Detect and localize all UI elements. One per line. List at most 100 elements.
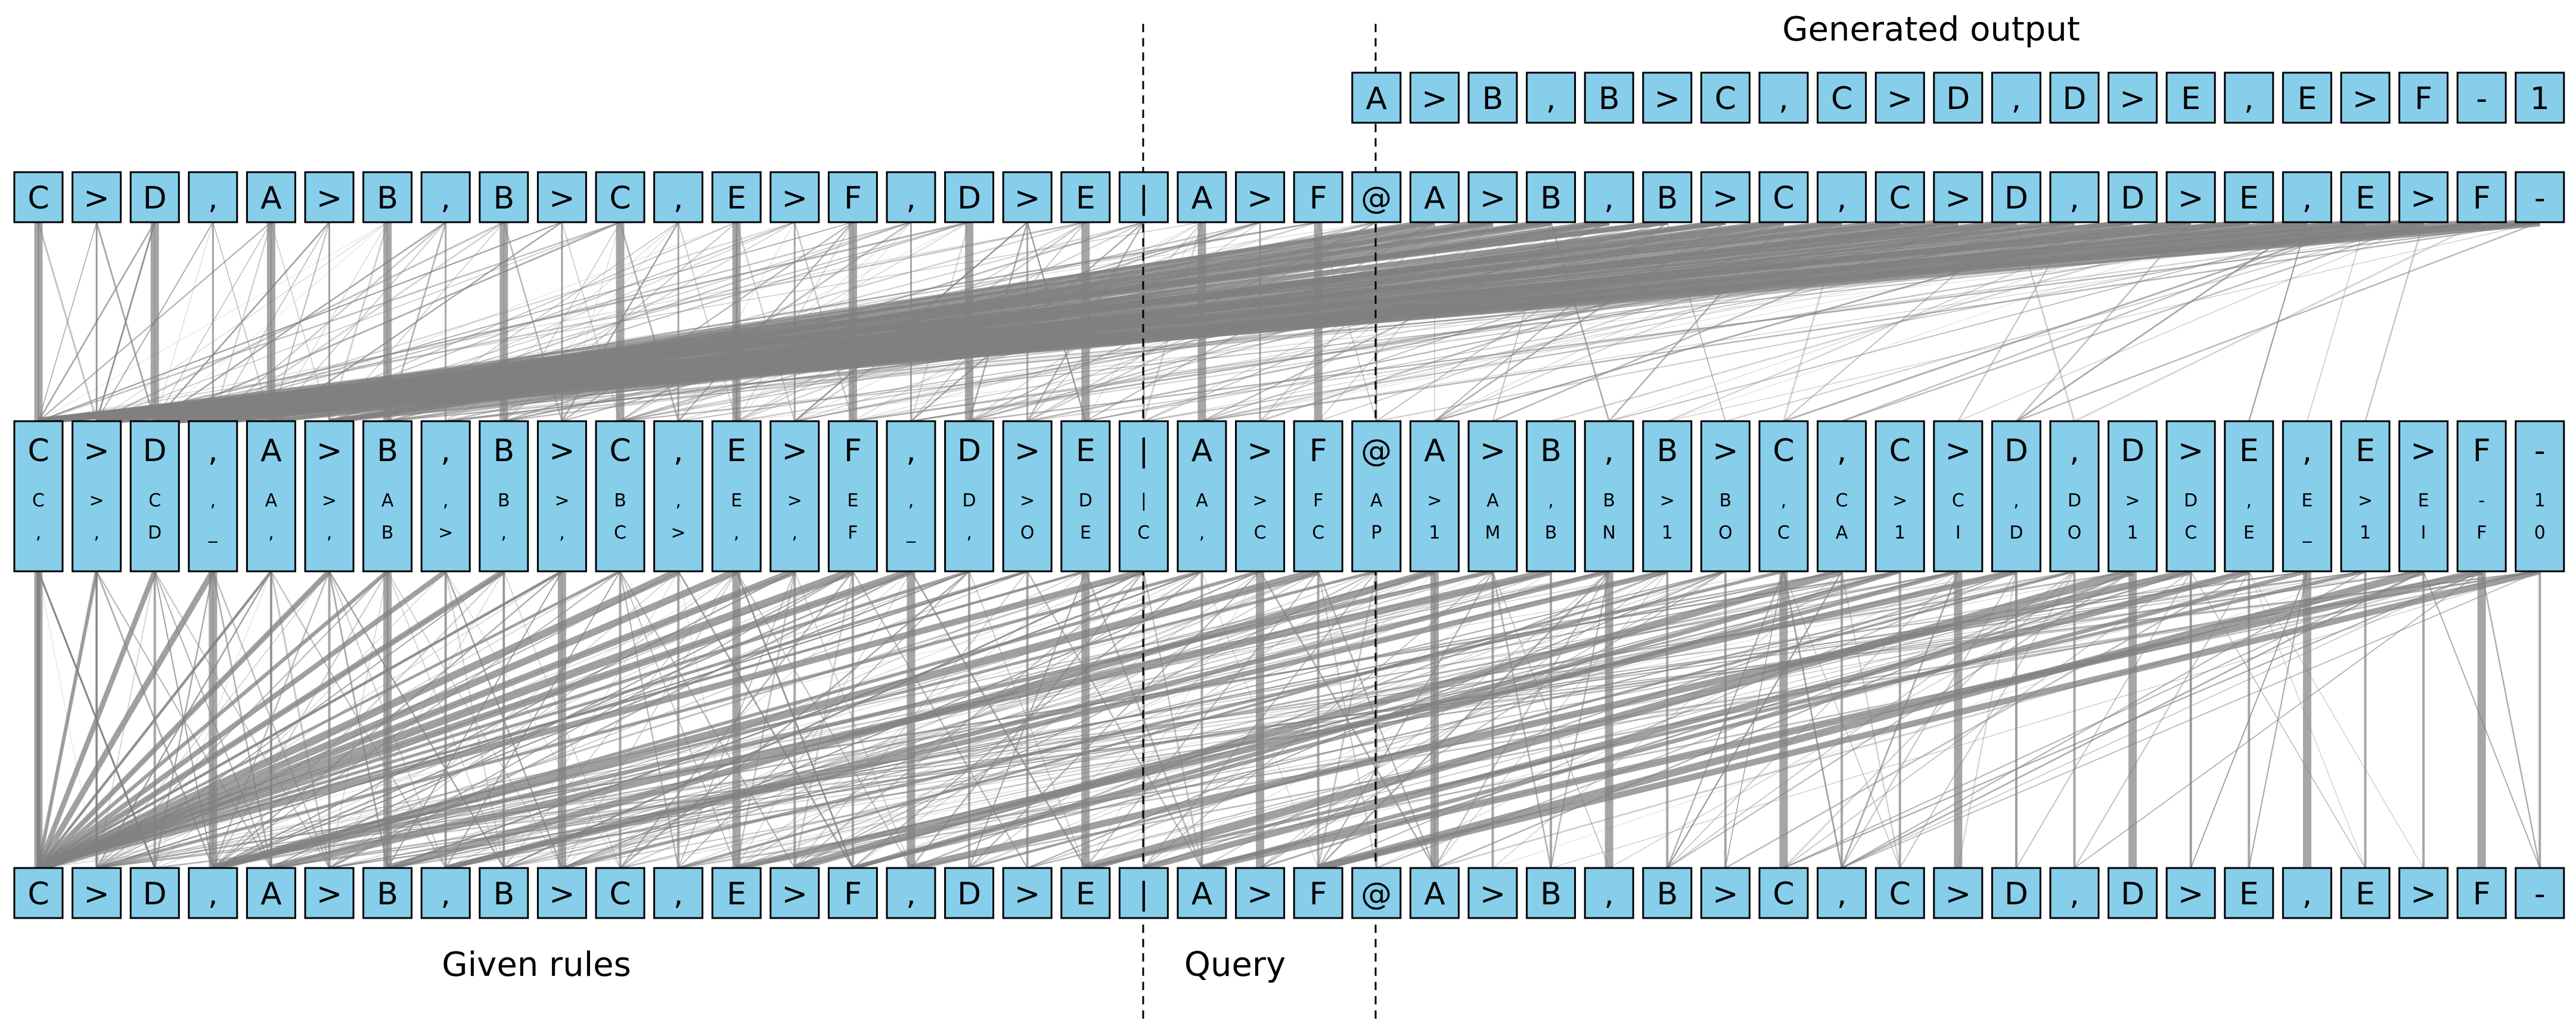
attention-line <box>38 222 272 422</box>
top-token-box <box>1293 171 1343 223</box>
bottom-token-label: > <box>782 876 808 912</box>
top-token-label: > <box>1014 181 1041 216</box>
top-token-box <box>2398 171 2449 223</box>
bottom-token: C <box>595 867 645 919</box>
middle-token: >>, <box>72 420 122 573</box>
top-token-label: B <box>1540 181 1562 216</box>
middle-token-char: > <box>549 433 575 469</box>
attention-line <box>38 571 563 869</box>
middle-token-box <box>769 420 820 573</box>
middle-token-char: O <box>2068 522 2082 543</box>
top-token: F <box>2456 171 2507 223</box>
middle-token-box <box>536 420 587 573</box>
top-token-label: D <box>957 181 981 216</box>
attention-line <box>38 568 1145 872</box>
bottom-token-label: E <box>727 876 746 912</box>
attention-line <box>2307 222 2366 422</box>
bottom-token: @ <box>1351 867 1402 919</box>
bottom-token-box <box>769 867 820 919</box>
bottom-token-box <box>1351 867 1402 919</box>
bottom-token-box <box>1642 867 1693 919</box>
middle-token: E,E <box>2224 420 2274 573</box>
top-token-label: > <box>83 181 110 216</box>
bottom-token-label: D <box>2121 876 2144 912</box>
middle-token-char: 1 <box>1662 522 1673 543</box>
top-token-label: E <box>2239 181 2259 216</box>
generated-token-label: > <box>2352 81 2379 117</box>
generated-token-label: , <box>1546 81 1556 117</box>
middle-token-char: A <box>1191 433 1213 469</box>
attention-line <box>212 569 1494 870</box>
top-token-box <box>1060 171 1111 223</box>
bottom-token-label: > <box>83 876 110 912</box>
middle-token-box <box>129 420 180 573</box>
middle-token: >CI <box>1933 420 1984 573</box>
top-token: , <box>1584 171 1634 223</box>
middle-token-char: F <box>2473 433 2491 469</box>
attention-line <box>37 570 389 870</box>
generated-token: F <box>2398 71 2449 124</box>
middle-token-box <box>944 420 995 573</box>
middle-token-char: > <box>2358 490 2373 511</box>
top-token-box <box>1235 171 1286 223</box>
middle-token: ,,_ <box>886 420 936 573</box>
middle-token-box <box>1584 420 1634 573</box>
middle-token: B,B <box>1526 420 1576 573</box>
middle-token-char: E <box>847 490 858 511</box>
middle-token: @AP <box>1351 420 1402 573</box>
attention-line <box>96 570 1203 870</box>
top-token: > <box>1002 171 1053 223</box>
attention-line <box>154 222 272 422</box>
middle-token-char: > <box>787 490 802 511</box>
bottom-token: A <box>1177 867 1227 919</box>
bottom-token-label: C <box>1889 876 1911 912</box>
generated-token-box <box>1526 71 1576 124</box>
bottom-token-box <box>1817 867 1867 919</box>
generated-token: , <box>2224 71 2274 124</box>
middle-token-char: D <box>957 433 981 469</box>
middle-token-char: A <box>1486 490 1499 511</box>
middle-token-char: - <box>2478 490 2485 511</box>
generated-token-box <box>2049 71 2100 124</box>
middle-token-char: , <box>501 522 507 543</box>
attention-line <box>852 570 2075 869</box>
attention-line <box>154 221 795 422</box>
middle-token: CBC <box>595 420 645 573</box>
middle-token: AA, <box>246 420 296 573</box>
generated-token: D <box>2049 71 2100 124</box>
attention-line <box>36 568 680 872</box>
generated-token: C <box>1700 71 1751 124</box>
bottom-token-box <box>1409 867 1460 919</box>
generated-token: > <box>2340 71 2391 124</box>
bottom-token: | <box>1118 867 1169 919</box>
middle-token-char: _ <box>2302 522 2312 543</box>
middle-token-char: C <box>1836 490 1848 511</box>
middle-token: C,C <box>1758 420 1809 573</box>
bottom-token: > <box>1467 867 1518 919</box>
middle-token-box <box>711 420 762 573</box>
bottom-token-box <box>1177 867 1227 919</box>
bottom-token: > <box>2398 867 2449 919</box>
middle-token-char: F <box>2476 522 2487 543</box>
generated-token: 1 <box>2515 71 2565 124</box>
middle-token-char: _ <box>208 522 218 543</box>
top-token: A <box>1409 171 1460 223</box>
middle-token-box <box>595 420 645 573</box>
generated-token-box <box>1351 71 1402 124</box>
attention-line <box>561 570 1784 870</box>
top-token-label: , <box>2069 181 2080 216</box>
attention-line <box>1202 221 2540 422</box>
middle-token-char: C <box>1952 490 1964 511</box>
middle-token-box <box>2340 420 2391 573</box>
top-token-box <box>1409 171 1460 223</box>
bottom-token-box <box>1467 867 1518 919</box>
generated-token-label: A <box>1366 81 1388 117</box>
top-token-label: D <box>2004 181 2028 216</box>
top-token-label: F <box>2473 181 2491 216</box>
bottom-token-box <box>2049 867 2100 919</box>
attention-line <box>1783 570 2482 869</box>
middle-token-char: E <box>731 490 742 511</box>
generated-token: D <box>1933 71 1984 124</box>
middle-token-char: , <box>674 433 684 469</box>
